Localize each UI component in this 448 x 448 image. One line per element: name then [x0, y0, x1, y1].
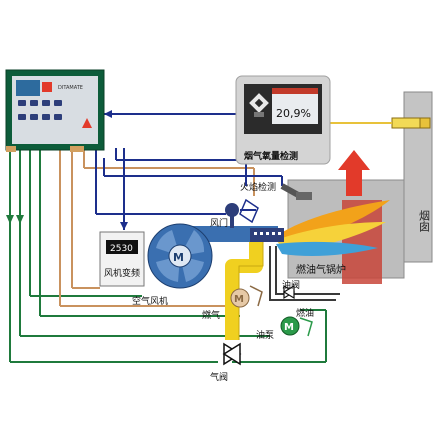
svg-text:M: M	[234, 294, 244, 305]
blue-signal-lines	[95, 110, 283, 230]
controller-key[interactable]	[42, 114, 50, 120]
o2-monitor-caption: 烟气氧量检测	[244, 150, 298, 162]
svg-text:M: M	[173, 251, 184, 264]
controller-key[interactable]	[18, 114, 26, 120]
fan-inverter: 2530 风机变频	[99, 231, 145, 287]
o2-monitor: 20,9% 烟气氧量检测	[235, 75, 331, 165]
controller-key[interactable]	[18, 100, 26, 106]
tan-feedback-lines	[59, 148, 255, 307]
boiler-label: 燃油气锅炉	[296, 263, 346, 276]
controller-brand: DITAMATE	[58, 85, 83, 91]
gas-line: M 燃气 气阀	[202, 242, 264, 383]
oil-valve-icon	[282, 284, 296, 300]
oil-line: 油阀 燃油 M 油泵	[256, 246, 340, 341]
vfd-caption: 风机变频	[104, 267, 140, 279]
gas-label: 燃气	[202, 309, 220, 321]
oil-valve-label: 油阀	[282, 279, 300, 291]
controller-keypad	[18, 100, 62, 120]
controller-key[interactable]	[30, 100, 38, 106]
blower-motor-icon	[168, 244, 192, 268]
boiler: 燃油气锅炉	[276, 150, 405, 284]
controller-key[interactable]	[54, 100, 62, 106]
gas-valve-label: 气阀	[210, 371, 228, 383]
blower-label: 空气风机	[132, 295, 168, 307]
stack-o2-sensor	[419, 117, 431, 129]
fuel-oil-label: 燃油	[296, 307, 314, 319]
chimney-label: 烟囱	[418, 209, 431, 232]
o2-reading: 20,9%	[276, 107, 311, 120]
damper-label: 风门	[210, 217, 228, 229]
controller-warning-icon	[82, 118, 92, 128]
svg-text:M: M	[284, 322, 294, 333]
gas-valve-motor-icon	[230, 288, 250, 308]
air-damper: 风门	[210, 198, 259, 229]
damper-actuator-icon	[225, 203, 239, 217]
controller-display	[16, 80, 40, 96]
o2-monitor-logo-icon	[249, 93, 269, 113]
burner-controller: DITAMATE	[5, 69, 105, 152]
controller-key[interactable]	[30, 114, 38, 120]
exhaust-arrow	[338, 150, 370, 196]
burner-head	[250, 228, 284, 242]
flame-detector: 火焰检测	[240, 181, 312, 200]
gas-valve-icon	[222, 342, 242, 366]
controller-key[interactable]	[54, 114, 62, 120]
oil-pump-label: 油泵	[256, 329, 274, 341]
oil-pump-motor-icon	[280, 316, 300, 336]
green-signal-lines	[6, 148, 327, 363]
flame-detect-label: 火焰检测	[240, 181, 276, 193]
vfd-reading: 2530	[110, 244, 133, 254]
controller-key[interactable]	[42, 100, 50, 106]
